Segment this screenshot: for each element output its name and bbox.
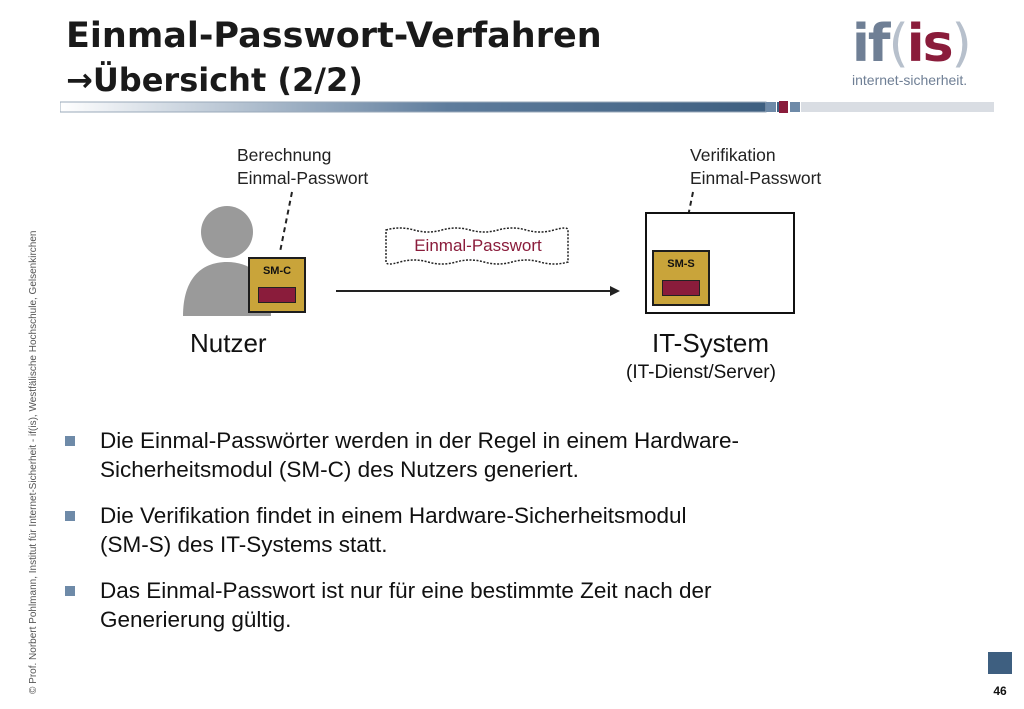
- subtitle-text: Übersicht (2/2): [92, 61, 363, 99]
- square-bullet-icon: [65, 511, 75, 521]
- arrow-head-icon: [610, 286, 620, 296]
- copyright-note: © Prof. Norbert Pohlmann, Institut für I…: [28, 230, 39, 694]
- square-bullet-icon: [65, 586, 75, 596]
- verify-annotation: Verifikation Einmal-Passwort: [690, 145, 822, 188]
- header-divider: [60, 101, 994, 113]
- list-item: Die Einmal-Passwörter werden in der Rege…: [62, 426, 862, 484]
- sm-c-module: SM-C: [248, 257, 306, 313]
- system-label: IT-System: [652, 328, 770, 358]
- corner-square-icon: [988, 652, 1012, 674]
- list-item: Das Einmal-Passwort ist nur für eine bes…: [62, 576, 862, 634]
- page-number: 46: [993, 684, 1007, 698]
- user-label: Nutzer: [190, 328, 267, 358]
- logo-wordmark: if(is): [852, 14, 972, 74]
- sm-s-module: SM-S: [652, 250, 710, 306]
- chip-icon: [258, 287, 296, 303]
- system-sublabel: (IT-Dienst/Server): [626, 362, 776, 383]
- page-subtitle: →Übersicht (2/2): [66, 60, 363, 100]
- square-bullet-icon: [65, 436, 75, 446]
- list-item: Die Verifikation findet in einem Hardwar…: [62, 501, 862, 559]
- ifis-logo: if(is) internet-sicherheit.: [850, 14, 990, 94]
- chip-icon: [662, 280, 700, 296]
- logo-tagline: internet-sicherheit.: [852, 72, 968, 88]
- message-scroll: [385, 227, 569, 265]
- otp-diagram: Berechnung Einmal-Passwort Verifikation …: [170, 140, 850, 400]
- bullet-list: Die Einmal-Passwörter werden in der Rege…: [62, 426, 862, 651]
- arrow-right-icon: →: [66, 61, 93, 99]
- message-label: Einmal-Passwort: [414, 236, 542, 255]
- calc-annotation: Berechnung Einmal-Passwort: [237, 145, 369, 188]
- page-title: Einmal-Passwort-Verfahren: [66, 16, 602, 56]
